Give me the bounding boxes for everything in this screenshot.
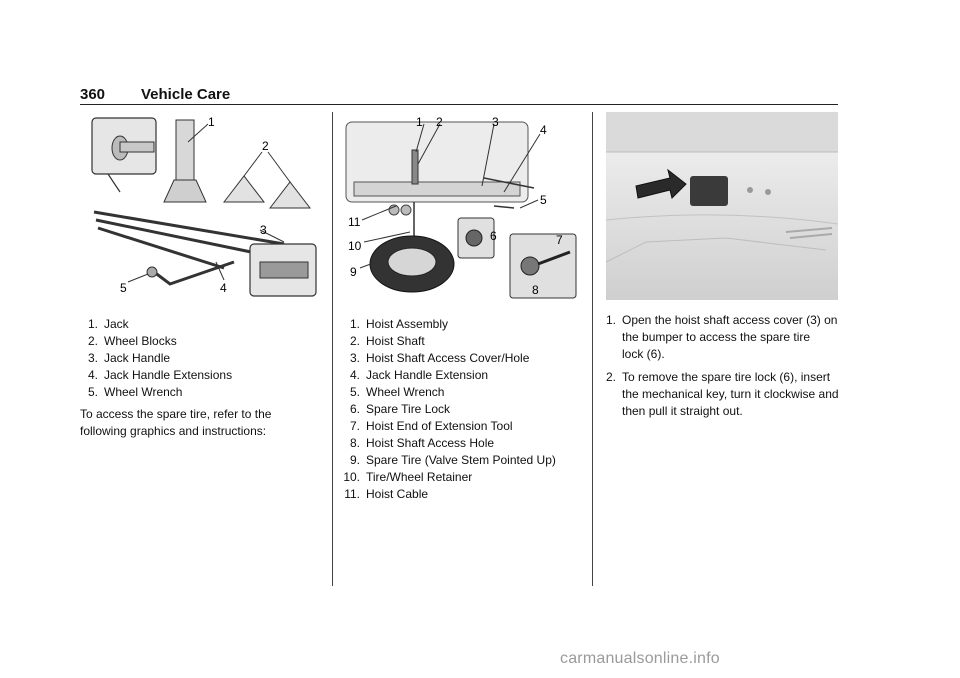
callout-4: 4 bbox=[220, 281, 227, 295]
callout-9: 9 bbox=[350, 265, 357, 279]
list-item: 5.Wheel Wrench bbox=[87, 385, 183, 399]
list-item: 1.Jack bbox=[87, 317, 129, 331]
list-item: 7.Hoist End of Extension Tool bbox=[349, 419, 513, 433]
list-item: 10.Tire/Wheel Retainer bbox=[343, 470, 473, 484]
jack-parts-list: 1.Jack 2.Wheel Blocks 3.Jack Handle 4.Ja… bbox=[80, 316, 232, 401]
intro-paragraph: To access the spare tire, refer to the f… bbox=[80, 407, 272, 438]
list-item: 4.Jack Handle Extensions bbox=[87, 368, 233, 382]
list-item: 8.Hoist Shaft Access Hole bbox=[349, 436, 495, 450]
list-item: 6.Spare Tire Lock bbox=[349, 402, 451, 416]
instruction-step: 1. Open the hoist shaft access cover (3)… bbox=[606, 313, 838, 361]
list-item: 4.Jack Handle Extension bbox=[349, 368, 489, 382]
list-item: 2.Wheel Blocks bbox=[87, 334, 177, 348]
callout-1: 1 bbox=[208, 115, 215, 129]
callout-11: 11 bbox=[348, 215, 361, 229]
callout-7: 7 bbox=[556, 233, 563, 247]
callout-2: 2 bbox=[436, 115, 443, 129]
callout-6: 6 bbox=[490, 229, 497, 243]
list-item: 3.Hoist Shaft Access Cover/Hole bbox=[349, 351, 530, 365]
callout-4: 4 bbox=[540, 123, 547, 137]
callout-5: 5 bbox=[540, 193, 547, 207]
list-item: 11.Hoist Cable bbox=[344, 487, 429, 501]
spare-tire-hoist-illustration: 1 2 3 4 5 6 7 8 9 10 11 bbox=[344, 112, 582, 302]
column-divider-2 bbox=[592, 112, 593, 586]
page-number: 360 bbox=[80, 86, 106, 103]
list-item: 2.Hoist Shaft bbox=[349, 334, 425, 348]
list-item: 9.Spare Tire (Valve Stem Pointed Up) bbox=[349, 453, 556, 467]
watermark: carmanualsonline.info bbox=[560, 650, 720, 667]
list-item: 1.Hoist Assembly bbox=[349, 317, 449, 331]
jack-tools-illustration: 1 2 3 4 5 bbox=[84, 112, 322, 302]
instruction-step: 2. To remove the spare tire lock (6), in… bbox=[606, 370, 839, 418]
hoist-parts-list: 1.Hoist Assembly 2.Hoist Shaft 3.Hoist S… bbox=[342, 316, 556, 503]
callout-5: 5 bbox=[120, 281, 127, 295]
callout-10: 10 bbox=[348, 239, 362, 253]
list-item: 3.Jack Handle bbox=[87, 351, 171, 365]
section-title: Vehicle Care bbox=[141, 86, 231, 103]
callout-3: 3 bbox=[492, 115, 499, 129]
header-divider bbox=[80, 104, 838, 105]
callout-3: 3 bbox=[260, 223, 267, 237]
list-item: 5.Wheel Wrench bbox=[349, 385, 445, 399]
bumper-access-cover-photo bbox=[606, 112, 838, 300]
column-divider-1 bbox=[332, 112, 333, 586]
callout-8: 8 bbox=[532, 283, 539, 297]
callout-2: 2 bbox=[262, 139, 269, 153]
callout-1: 1 bbox=[416, 115, 423, 129]
